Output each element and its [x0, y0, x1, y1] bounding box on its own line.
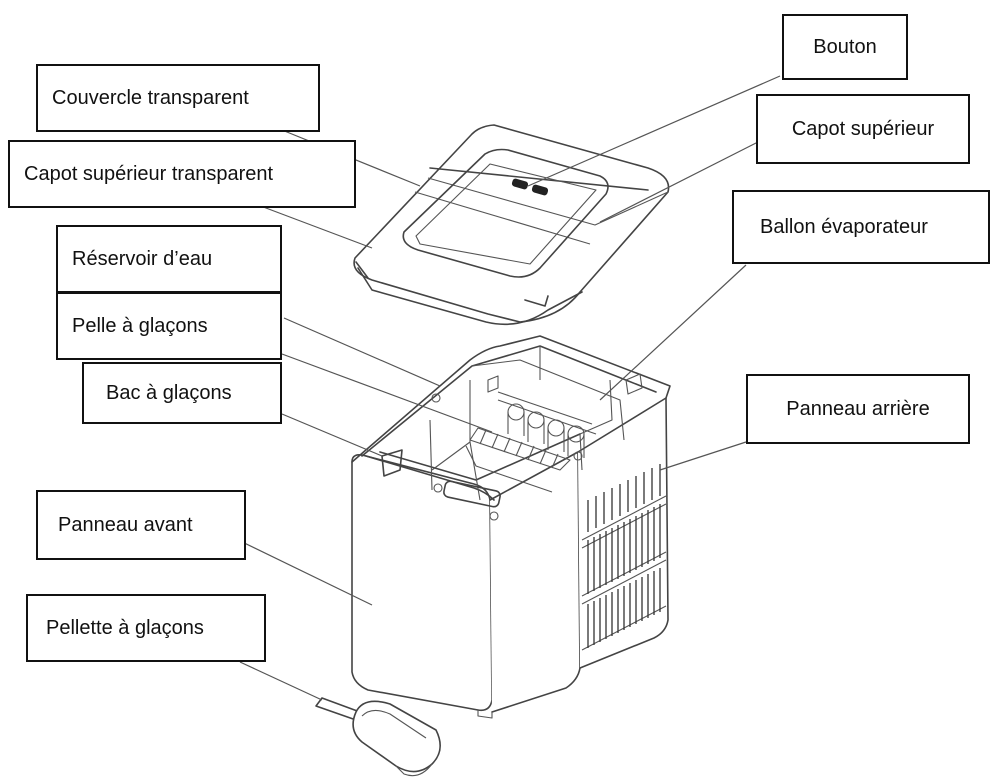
label-pellette-a-glacons: Pellette à glaçons	[26, 594, 266, 662]
label-bac-a-glacons: Bac à glaçons	[82, 362, 282, 424]
label-panneau-arriere: Panneau arrière	[746, 374, 970, 444]
ice-maker-body-drawing	[351, 335, 671, 719]
label-capot-superieur: Capot supérieur	[756, 94, 970, 164]
label-capot-superieur-transparent: Capot supérieur transparent	[8, 140, 356, 208]
label-panneau-avant: Panneau avant	[36, 490, 246, 560]
label-ballon-evaporateur: Ballon évaporateur	[732, 190, 990, 264]
label-reservoir-eau: Réservoir d’eau	[56, 225, 282, 293]
ice-scoop-drawing	[315, 697, 441, 777]
label-bouton: Bouton	[782, 14, 908, 80]
transparent-lid-drawing	[353, 124, 670, 326]
label-pelle-a-glacons: Pelle à glaçons	[56, 292, 282, 360]
label-couvercle-transparent: Couvercle transparent	[36, 64, 320, 132]
